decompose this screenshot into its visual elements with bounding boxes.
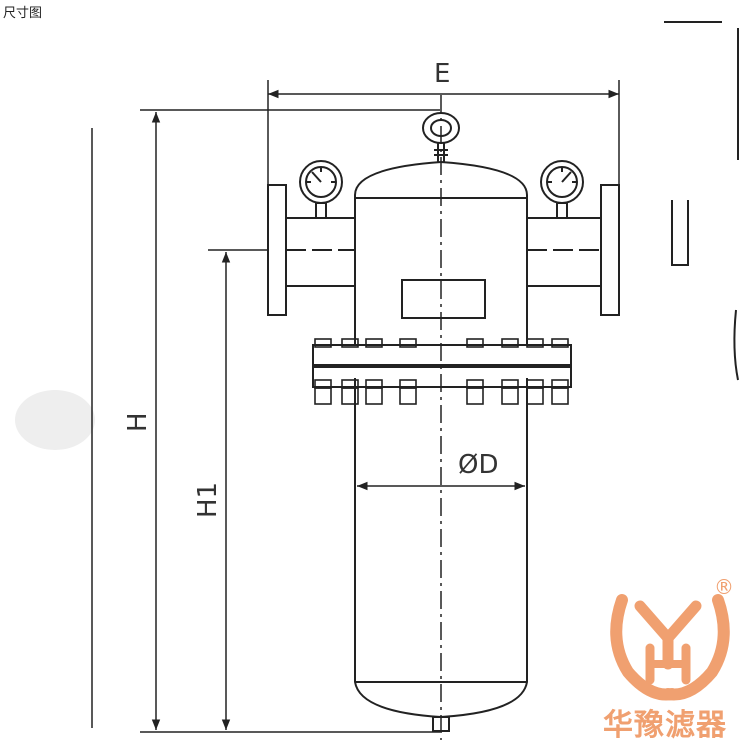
dimension-h1-label: H1 — [193, 482, 223, 518]
body-flange — [312, 344, 572, 388]
bolt-nut — [526, 338, 544, 348]
lifting-eye-bolt — [422, 112, 460, 162]
vessel-body — [354, 160, 528, 732]
right-edge-fragments — [664, 21, 739, 381]
bolt-nut — [551, 387, 569, 405]
bolt-nut — [399, 387, 417, 405]
dimension-d-label: ØD — [458, 450, 499, 480]
bolt-nut — [341, 338, 359, 348]
inlet-flange — [267, 184, 356, 316]
bolt-nut — [399, 338, 417, 348]
bolt-nut — [551, 338, 569, 348]
background-shade — [15, 390, 95, 450]
bolt-nut — [501, 387, 519, 405]
dimension-h-label: H — [123, 412, 153, 432]
bolt-nut — [466, 387, 484, 405]
dimension-e — [267, 80, 620, 185]
bolt-nut — [341, 387, 359, 405]
pressure-gauge-icon — [540, 160, 584, 219]
bolt-nut — [314, 387, 332, 405]
dimension-h — [91, 109, 440, 733]
brand-logo — [610, 594, 730, 701]
bolt-nut — [365, 387, 383, 405]
brand-name: 华豫滤器 — [603, 708, 727, 743]
bolt-nut — [466, 338, 484, 348]
bolt-nut — [365, 338, 383, 348]
bolt-nut — [526, 387, 544, 405]
outlet-flange — [526, 184, 620, 316]
dimension-h1 — [208, 249, 268, 730]
bolt-nut — [314, 338, 332, 348]
registered-mark: ® — [714, 575, 734, 599]
pressure-gauge-icon — [299, 160, 343, 219]
bolt-nut — [501, 338, 519, 348]
dimension-e-label: E — [434, 59, 450, 89]
page-title: 尺寸图 — [3, 6, 43, 21]
flange-bolts — [314, 338, 569, 405]
nameplate — [401, 279, 486, 319]
